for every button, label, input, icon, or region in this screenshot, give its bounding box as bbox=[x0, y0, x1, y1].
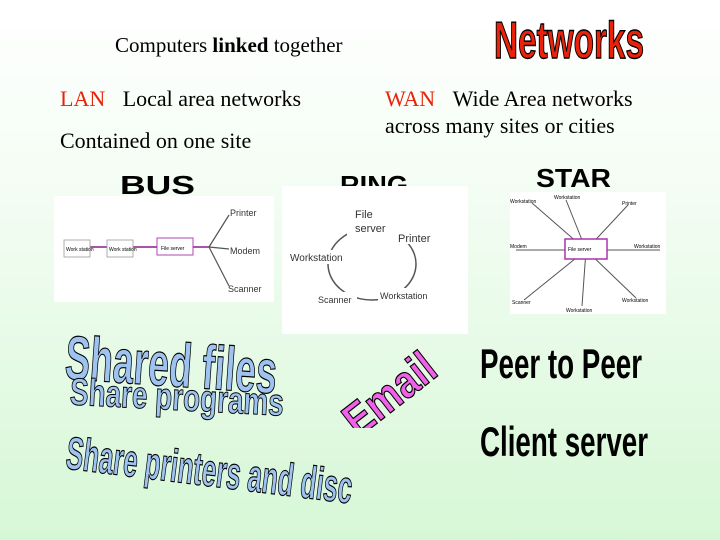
star-label-bottom: Workstation bbox=[566, 308, 593, 314]
lan-line: LAN Local area networks bbox=[60, 86, 301, 112]
star-diagram: File server Workstation Workstation Prin… bbox=[510, 192, 666, 314]
bus-printer: Printer bbox=[230, 208, 257, 218]
star-diagram-svg: File server Workstation Workstation Prin… bbox=[510, 195, 661, 314]
ring-workstation: Workstation bbox=[290, 253, 343, 264]
share-printers-text: Share printers and disc bbox=[63, 427, 355, 512]
ring-diagram-svg: File server Printer Workstation Scanner … bbox=[287, 206, 437, 306]
bus-title-text: BUS bbox=[120, 170, 195, 198]
bus-workstation-2: Work station bbox=[109, 247, 137, 253]
share-programs-wordart: Share programs bbox=[68, 371, 285, 424]
wan-text: Wide Area networks bbox=[452, 86, 633, 111]
intro-bold: linked bbox=[212, 33, 269, 57]
share-printers-wordart: Share printers and disc bbox=[63, 426, 356, 512]
star-title-text: STAR bbox=[536, 163, 611, 191]
lan-line2: Contained on one site bbox=[60, 128, 252, 153]
peer-wordart: Peer to Peer bbox=[480, 340, 642, 387]
star-label-right: Workstation bbox=[634, 244, 661, 250]
ring-workstation-2: Workstation bbox=[380, 291, 427, 301]
lan-text: Local area networks bbox=[122, 86, 302, 111]
client-server-wordart: Client server bbox=[480, 418, 648, 465]
ring-fileserver-1: File bbox=[355, 209, 373, 221]
bus-scanner: Scanner bbox=[228, 284, 262, 294]
intro-text: Computers linked together bbox=[115, 33, 343, 58]
bus-title: BUS bbox=[120, 170, 195, 198]
shared-files-wordart: Shared files bbox=[62, 323, 279, 396]
star-label-right-top: Printer bbox=[622, 201, 637, 207]
ring-fileserver-2: server bbox=[355, 223, 386, 235]
networks-title-text: Networks bbox=[494, 12, 644, 68]
bus-fileserver: File server bbox=[161, 246, 185, 252]
star-label-bottom-left: Scanner bbox=[512, 300, 531, 306]
star-label-top: Workstation bbox=[554, 195, 581, 201]
peer-text: Peer to Peer bbox=[480, 340, 642, 387]
bus-workstation-1: Work station bbox=[66, 247, 94, 253]
star-label-top-left: Workstation bbox=[510, 199, 537, 205]
email-text: Email bbox=[332, 341, 444, 428]
wan-line2: across many sites or cities bbox=[385, 113, 615, 138]
intro-prefix: Computers bbox=[115, 33, 208, 57]
bus-diagram: Work station Work station File server Pr… bbox=[54, 196, 274, 302]
client-server-text: Client server bbox=[480, 418, 648, 465]
bus-diagram-svg: Work station Work station File server Pr… bbox=[63, 208, 262, 294]
star-title: STAR bbox=[536, 163, 611, 191]
share-programs-text: Share programs bbox=[69, 371, 285, 424]
star-hub-label: File server bbox=[568, 247, 592, 253]
email-wordart: Email bbox=[332, 340, 444, 428]
star-label-bottom-right: Workstation bbox=[622, 298, 649, 304]
ring-diagram: File server Printer Workstation Scanner … bbox=[282, 186, 468, 334]
wan-line: WAN Wide Area networks bbox=[385, 86, 633, 112]
networks-title: Networks bbox=[493, 11, 644, 68]
bus-modem: Modem bbox=[230, 246, 260, 256]
wan-abbr: WAN bbox=[385, 86, 436, 111]
star-label-left: Modem bbox=[510, 244, 527, 250]
ring-scanner: Scanner bbox=[318, 295, 352, 305]
lan-abbr: LAN bbox=[60, 86, 106, 111]
intro-suffix: together bbox=[273, 33, 343, 57]
shared-files-text: Shared files bbox=[63, 324, 279, 396]
ring-printer: Printer bbox=[398, 233, 431, 245]
